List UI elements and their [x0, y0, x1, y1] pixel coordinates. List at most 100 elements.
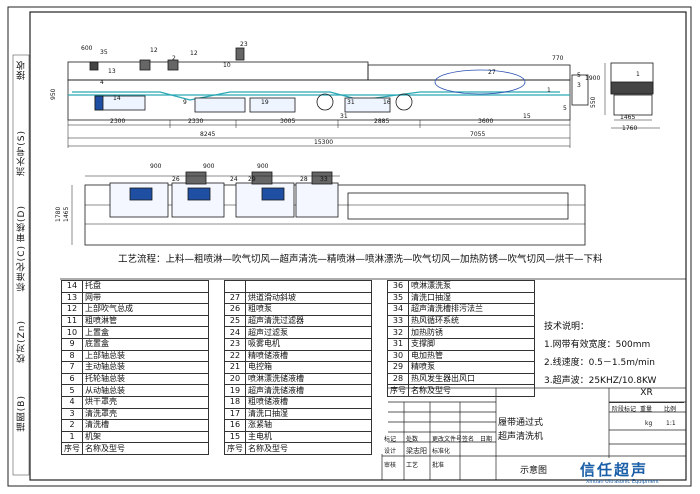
bom-item-name: 吸雾电机 — [245, 337, 372, 351]
bom-number: 22 — [224, 349, 246, 363]
bom-item-name: 托轮轴总装 — [82, 372, 209, 386]
bom-item-name: 上部吹气总成 — [82, 303, 209, 316]
tb-date: 日期 — [480, 436, 493, 443]
bom-item-name: 名称及型号 — [82, 442, 209, 455]
bom-number: 25 — [224, 314, 246, 328]
bom-number — [224, 280, 246, 293]
bom-spacer — [208, 303, 225, 316]
bom-item-name: 涨紧轴 — [245, 419, 372, 432]
tech-item: 3.超声波：25KHZ/10.8KW — [544, 376, 657, 386]
bom-number: 5 — [61, 384, 83, 397]
tech-item: 1.网带有效宽度：500mm — [544, 340, 651, 350]
svg-text:3: 3 — [577, 82, 581, 89]
bom-item-name: 超声清洗储液槽 — [245, 384, 372, 397]
dim-1760: 1760 — [622, 125, 637, 132]
bom-number: 4 — [61, 395, 83, 409]
bom-number: 18 — [224, 395, 246, 409]
bom-spacer — [371, 292, 388, 304]
bom-item-name: 清洗口抽湿 — [408, 291, 535, 305]
side-label-standard: 标准化(C) — [15, 245, 28, 291]
product-name-line2: 超声清洗机 — [498, 432, 544, 442]
bom-spacer — [371, 338, 388, 351]
svg-text:33: 33 — [320, 176, 328, 183]
bom-spacer — [371, 442, 388, 455]
tb-design: 设计 — [384, 448, 397, 455]
dim-550: 550 — [590, 96, 597, 108]
bom-number: 11 — [61, 314, 83, 328]
svg-text:9: 9 — [183, 99, 187, 106]
bom-spacer — [208, 361, 225, 374]
svg-text:27: 27 — [488, 69, 496, 76]
bom-number: 序号 — [387, 384, 409, 397]
bom-number — [388, 420, 409, 432]
side-label-text: 流水号 — [17, 145, 27, 176]
svg-text:900: 900 — [203, 163, 215, 170]
side-label-receive: 接收 — [15, 60, 28, 80]
bom-item-name: 粗喷储液槽 — [245, 395, 372, 409]
bom-item-name: 网带 — [82, 291, 209, 305]
tech-title: 技术说明： — [544, 322, 590, 332]
bom-spacer — [208, 373, 225, 385]
tb-kg: kg — [645, 420, 653, 427]
dim-2330: 2330 — [188, 118, 203, 125]
bom-spacer — [208, 396, 225, 409]
bom-item-name: 机架 — [82, 430, 209, 444]
bom-item-name: 支撑脚 — [408, 337, 535, 351]
svg-text:12: 12 — [150, 47, 158, 54]
side-label-text: (C) — [17, 245, 27, 262]
bom-spacer — [371, 303, 388, 316]
bom-spacer — [208, 384, 225, 397]
tb-designer: 梁志阳 — [406, 447, 427, 455]
svg-text:5: 5 — [563, 105, 567, 112]
tb-review: 审核 — [384, 462, 397, 469]
bom-item-name — [409, 396, 535, 408]
tb-standard: 标准化 — [432, 448, 451, 455]
bom-number: 33 — [387, 314, 409, 328]
bom-spacer — [371, 408, 388, 420]
tb-process: 工艺 — [406, 462, 419, 469]
dim-3005: 3005 — [280, 118, 295, 125]
end-view — [604, 62, 660, 129]
bom-spacer — [371, 431, 388, 443]
bom-spacer — [208, 280, 225, 293]
bom-number: 26 — [224, 303, 246, 316]
product-name: 履带通过式 超声清洗机 — [498, 416, 543, 444]
bom-item-name: 上置盒 — [82, 326, 209, 339]
bom-item-name: 上部轴总装 — [82, 349, 209, 363]
dim-950: 950 — [50, 88, 57, 100]
tb-stage: 阶段标记 — [612, 406, 637, 413]
bom-item-name: 电控箱 — [245, 361, 372, 374]
bom-number: 21 — [224, 361, 246, 374]
bom-item-name: 超声过滤泵 — [245, 326, 372, 339]
side-label-serial: 流水号(S) — [15, 130, 28, 176]
svg-text:5: 5 — [577, 72, 581, 79]
dim-8245: 8245 — [200, 131, 215, 138]
bom-item-name: 底置盒 — [82, 337, 209, 351]
svg-text:26: 26 — [172, 176, 180, 183]
bom-item-name: 喷淋漂洗储液槽 — [245, 372, 372, 386]
tb-count: 处数 — [406, 436, 419, 443]
side-label-text: 标准化 — [17, 261, 27, 292]
svg-text:1: 1 — [636, 71, 640, 78]
dim-770: 770 — [552, 55, 564, 62]
view-type: 示意图 — [520, 466, 548, 476]
company-logo-sub: Xintian Ultrasonic Equipment — [586, 479, 659, 485]
bom-item-name: 精喷储液槽 — [245, 349, 372, 363]
bom-spacer — [208, 408, 225, 420]
inner-frame — [29, 11, 687, 481]
bom-item-name: 主动轴总装 — [82, 361, 209, 374]
bom-item-name: 烘干罩壳 — [82, 395, 209, 409]
bom-item-name: 电加热管 — [408, 349, 535, 363]
bom-item-name: 加热防锈 — [408, 326, 535, 339]
svg-text:23: 23 — [240, 41, 248, 48]
bom-number — [388, 396, 409, 408]
